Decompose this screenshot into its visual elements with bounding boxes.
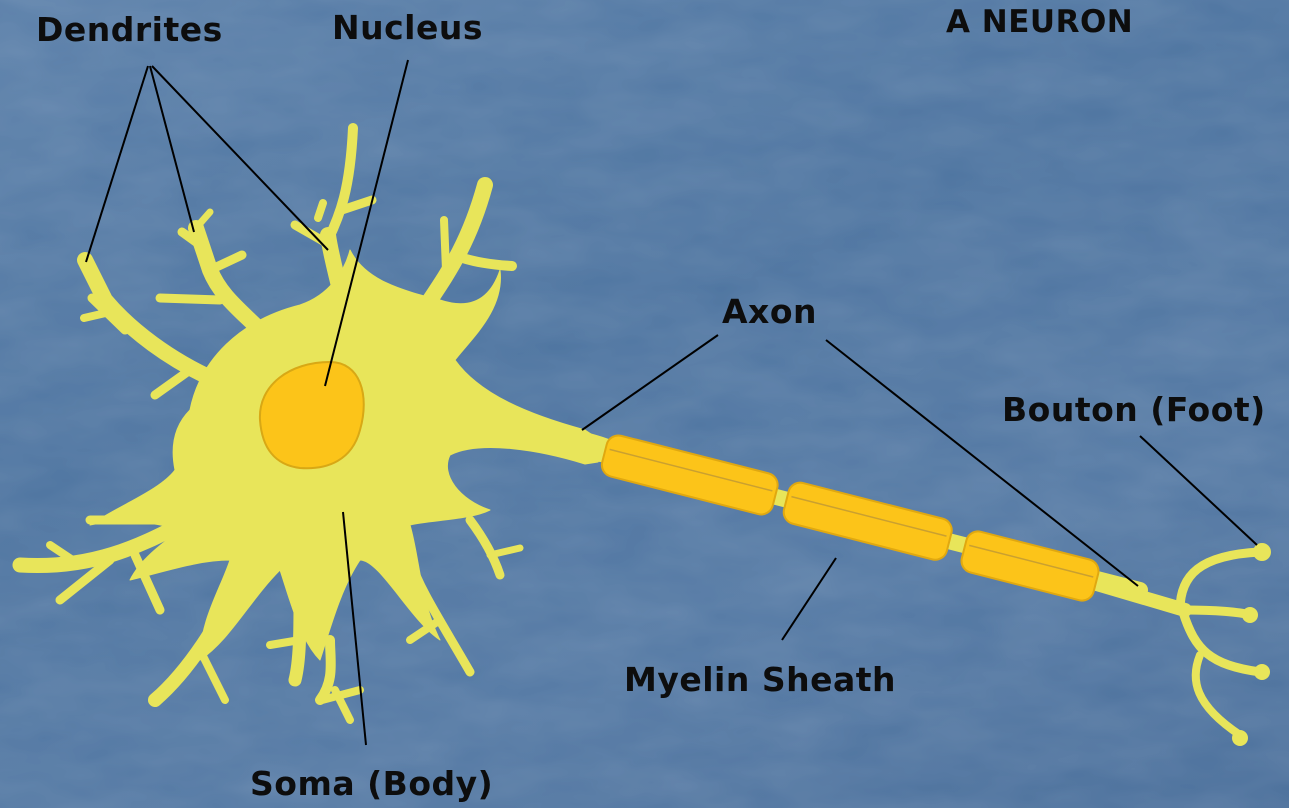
label-soma: Soma (Body) <box>250 764 493 803</box>
label-bouton: Bouton (Foot) <box>1002 390 1266 429</box>
label-nucleus: Nucleus <box>332 8 483 47</box>
diagram-title: A NEURON <box>946 4 1133 40</box>
label-dendrites: Dendrites <box>36 10 223 49</box>
label-myelin-sheath: Myelin Sheath <box>624 660 896 699</box>
label-axon: Axon <box>722 292 817 331</box>
